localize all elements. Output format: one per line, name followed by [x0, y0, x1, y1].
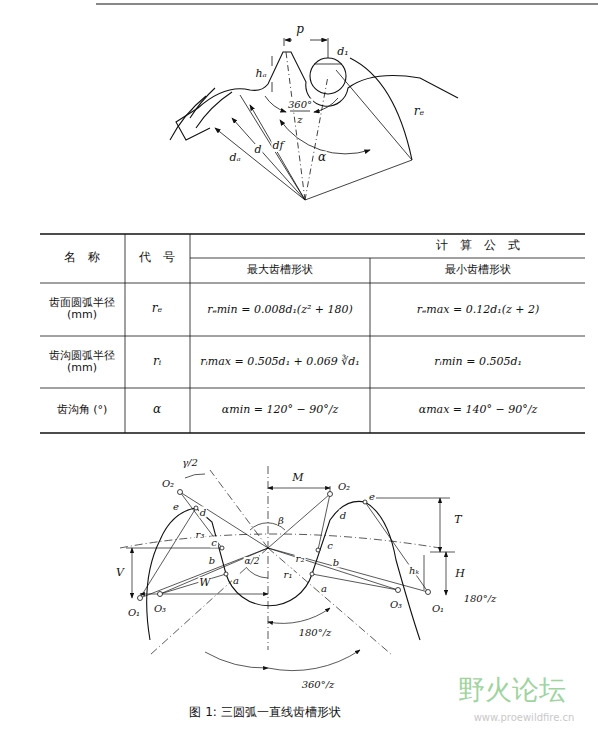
dimension-label: p	[295, 23, 305, 36]
dimension-label: O₃	[389, 599, 403, 610]
dimension-label: d	[253, 144, 262, 156]
dimension-label: T	[453, 514, 462, 526]
table-cell: rₑ	[151, 302, 163, 315]
table-cell: 齿沟角 (°)	[44, 404, 120, 416]
dimension-label: r₃	[195, 529, 206, 540]
dimension-label: α/2	[244, 557, 261, 567]
dimension-label: dₐ	[228, 152, 241, 164]
watermark: 野火论坛	[457, 675, 567, 705]
table-cell: αmin = 120° − 90°/z	[221, 404, 339, 416]
table-cell: 最小齿槽形状	[444, 264, 512, 276]
dimension-label: O₂	[337, 481, 351, 492]
dimension-label: c	[326, 540, 334, 551]
dimension-label: W	[198, 577, 211, 589]
table-cell: 名 称	[63, 251, 101, 264]
dimension-label: α	[317, 151, 327, 164]
dimension-label: e	[172, 501, 180, 512]
table-cell: rₑmin = 0.008d₁(z² + 180)	[206, 304, 354, 316]
table-cell: rₑmax = 0.12d₁(z + 2)	[416, 304, 540, 316]
dimension-label: 180°/z	[298, 627, 333, 638]
dimension-label: c	[210, 537, 218, 548]
dimension-label: 180°/z	[463, 593, 498, 604]
dimension-label: V	[115, 567, 125, 579]
dimension-label: df	[271, 140, 284, 152]
table-cell: 代 号	[138, 251, 176, 264]
dimension-label: H	[454, 568, 466, 580]
dimension-label: z	[296, 114, 303, 125]
watermark: www.proewildfire.cn	[473, 712, 576, 723]
table-cell: rᵢmax = 0.505d₁ + 0.069 ∛d₁	[199, 356, 360, 368]
dimension-label: 360°	[287, 99, 313, 110]
dimension-label: hₐ	[254, 68, 267, 80]
table-cell: αmax = 140° − 90°/z	[418, 404, 539, 416]
dimension-label: d	[199, 507, 207, 518]
dimension-label: b	[332, 557, 340, 568]
table-cell: rᵢ	[152, 355, 162, 368]
dimension-label: M	[291, 472, 304, 484]
table-cell: α	[152, 403, 162, 416]
dimension-label: rₑ	[413, 105, 425, 118]
dimension-label: O₃	[153, 603, 167, 614]
dimension-label: r₂	[295, 553, 306, 564]
dimension-label: b	[208, 555, 216, 566]
dimension-label: O₁	[431, 603, 445, 614]
dimension-label: d₁	[336, 46, 349, 58]
dimension-label: β	[277, 515, 285, 526]
dimension-label: e	[368, 491, 376, 502]
figure-caption: 图 1: 三圆弧一直线齿槽形状	[188, 706, 341, 719]
dimension-label: O₁	[127, 607, 141, 618]
dimension-label: hₖ	[408, 565, 420, 576]
dimension-label: d	[339, 510, 347, 521]
dimension-label: O₂	[161, 478, 175, 489]
dimension-label: a	[232, 575, 240, 586]
dimension-label: a	[320, 583, 328, 594]
dimension-label: 360°/z	[301, 679, 336, 690]
table-cell: 齿面圆弧半径 (mm)	[44, 297, 120, 321]
dimension-label: γ/2	[181, 457, 199, 468]
table-cell: 计 算 公 式	[435, 239, 521, 252]
table-cell: 最大齿槽形状	[246, 264, 314, 276]
table-cell: 齿沟圆弧半径 (mm)	[44, 350, 120, 374]
dimension-label: r₁	[283, 569, 294, 580]
table-cell: rᵢmin = 0.505d₁	[433, 356, 523, 368]
